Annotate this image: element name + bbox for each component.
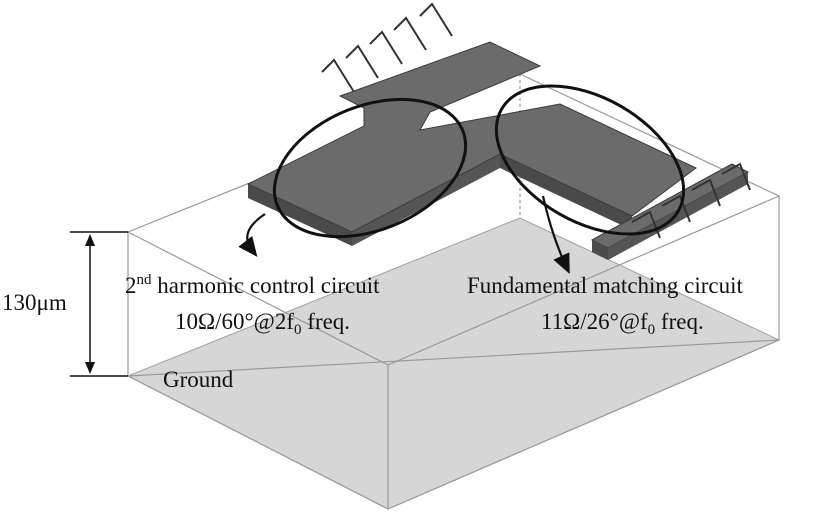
harmonic-pointer-arrow [238,213,266,257]
thickness-label: 130μm [2,290,67,315]
fundamental-pointer-arrow [541,195,570,274]
microstrip-metal [246,41,697,246]
ground-plane [126,217,781,510]
harmonic-spec: 10Ω/60°@2f0 freq. [175,309,350,338]
fundamental-spec: 11Ω/26°@f0 freq. [541,309,704,338]
fundamental-circuit-ellipse [494,84,686,236]
thickness-dimension [70,231,128,377]
bond-wires-input [321,2,453,93]
output-pad [590,163,750,260]
harmonic-circuit-ellipse [272,97,468,239]
fundamental-title: Fundamental matching circuit [467,273,744,298]
ground-label: Ground [163,367,234,392]
harmonic-title: 2nd harmonic control circuit [125,272,380,298]
